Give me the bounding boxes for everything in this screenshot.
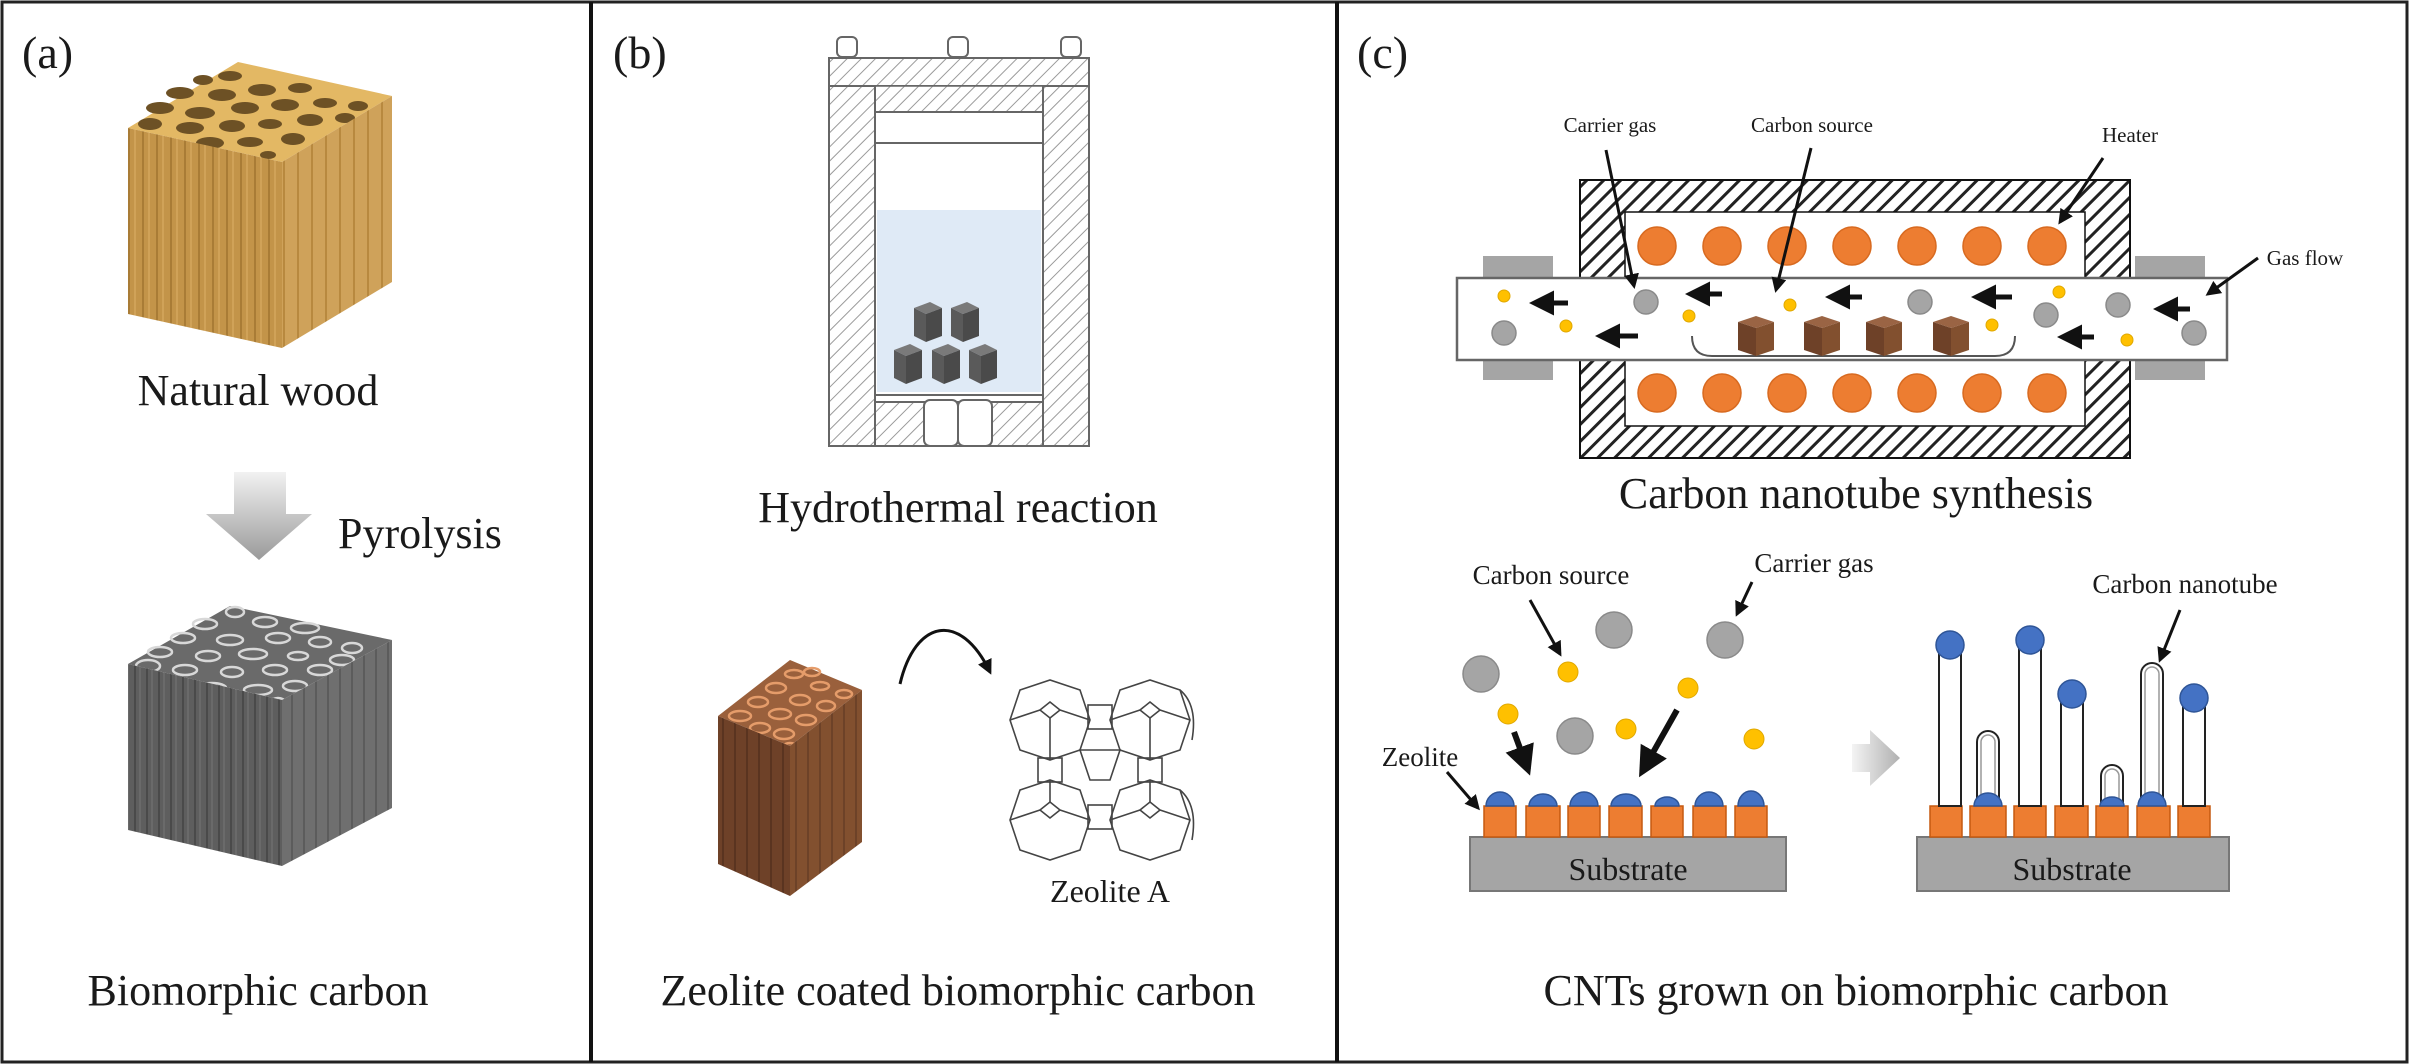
panel-b: (b) <box>613 27 1256 1015</box>
cnt-tube <box>2100 764 2124 806</box>
gas-flow-arrows <box>1529 281 2190 350</box>
growth-carrier-gas-pointer-icon <box>1735 581 1754 617</box>
substrate-before <box>1469 836 1787 892</box>
quartz-tube <box>1455 276 2229 362</box>
sample-cube <box>894 344 922 384</box>
zeolite-coated-label: Zeolite coated biomorphic carbon <box>661 966 1256 1015</box>
gas-flow-pointer-icon <box>2205 256 2259 296</box>
carbon-source-particles <box>1497 285 2134 347</box>
growth-after <box>1916 609 2230 892</box>
bolt-icon <box>947 36 969 58</box>
zeolite-a-label: Zeolite A <box>1050 873 1170 909</box>
panel-c-letter: (c) <box>1357 27 1408 78</box>
pyrolysis-label: Pyrolysis <box>338 509 502 558</box>
zeolite-coated-cube-body <box>718 660 862 896</box>
cnt-tube <box>1976 730 2000 806</box>
substrate-after-label: Substrate <box>2012 851 2131 887</box>
zeolite-a-framework-icon <box>1009 679 1195 861</box>
sample-cube <box>932 344 960 384</box>
carrier-gas-particles <box>1491 289 2207 346</box>
autoclave-wall-left <box>828 85 876 447</box>
cvd-furnace <box>1455 147 2259 459</box>
sample-cube <box>969 344 997 384</box>
cnt-tube <box>2182 697 2206 807</box>
zeolite-blocks-before <box>1483 805 1768 838</box>
panel-a-letter: (a) <box>22 27 73 78</box>
catalyst-particles-before <box>1485 790 1765 807</box>
cnt-tube <box>2140 662 2164 806</box>
boat-samples <box>1738 316 1969 356</box>
autoclave-plug <box>874 85 1044 113</box>
cnt-tube <box>1938 644 1962 807</box>
bolt-icon <box>836 36 858 58</box>
pyrolysis-arrow-icon <box>206 472 312 560</box>
bolt-icon <box>1060 36 1082 58</box>
biomorphic-carbon-label: Biomorphic carbon <box>88 966 429 1015</box>
natural-wood-cube <box>128 62 392 348</box>
autoclave-wall-right <box>1042 85 1090 447</box>
autoclave-lid <box>828 57 1090 87</box>
growth-transition-arrow-icon <box>1852 730 1900 786</box>
natural-wood-label: Natural wood <box>138 366 379 415</box>
panel-c: (c) <box>1357 27 2344 1015</box>
growth-carrier-gas-label: Carrier gas <box>1754 548 1873 578</box>
growth-carbon-source-label: Carbon source <box>1473 560 1630 590</box>
wood-front-face <box>128 128 282 348</box>
heater-elements-bottom <box>1637 373 2067 413</box>
furnace-carbon-source-label: Carbon source <box>1751 113 1873 137</box>
growth-carbon-source-pointer-icon <box>1528 599 1562 657</box>
furnace-heater-label: Heater <box>2102 123 2158 147</box>
carbon-source-pointer-icon <box>1771 147 1813 293</box>
carbon-top-face <box>128 606 392 700</box>
bottom-bolt-icon <box>957 399 993 447</box>
growth-carbon-source-particles <box>1497 661 1765 750</box>
heater-elements-top <box>1637 226 2067 266</box>
zeolite-label: Zeolite <box>1382 742 1458 772</box>
sample-cube <box>914 302 942 342</box>
cnt-growth-caption: CNTs grown on biomorphic carbon <box>1543 966 2168 1015</box>
heater-pointer-icon <box>2058 157 2105 225</box>
wood-pores <box>138 71 368 159</box>
cnt-tube <box>2060 693 2084 807</box>
cnt-synthesis-title: Carbon nanotube synthesis <box>1619 469 2093 518</box>
zeolite-blocks-after <box>1929 805 2211 838</box>
carbon-nanotube-pointer-icon <box>2157 609 2182 663</box>
carbon-nanotube-label: Carbon nanotube <box>2092 569 2277 599</box>
carbon-nanotubes <box>1938 639 2206 807</box>
furnace-gas-flow-label: Gas flow <box>2267 246 2344 270</box>
biomorphic-carbon-cube <box>128 605 392 866</box>
zeolite-pointer-icon <box>1445 771 1480 811</box>
cnt-tube <box>2018 639 2042 807</box>
carrier-gas-pointer-icon <box>1604 149 1639 289</box>
zoom-in-arrow-icon <box>898 629 992 685</box>
deposition-arrow-icon <box>1639 708 1680 778</box>
catalyst-particles-after <box>1935 625 2209 807</box>
bottom-bolt-icon <box>923 399 959 447</box>
furnace-carrier-gas-label: Carrier gas <box>1564 113 1657 137</box>
autoclave <box>828 36 1090 447</box>
panel-b-letter: (b) <box>613 27 667 78</box>
hydrothermal-reaction-label: Hydrothermal reaction <box>758 483 1158 532</box>
substrate-before-label: Substrate <box>1568 851 1687 887</box>
carbon-front-face <box>128 664 282 866</box>
growth-carrier-gas-particles <box>1462 611 1744 755</box>
growth-before <box>1445 581 1787 892</box>
wood-side-face <box>282 96 392 348</box>
panel-a: (a) <box>22 27 502 1015</box>
sample-cubes <box>894 302 997 384</box>
deposition-arrow-icon <box>1505 730 1534 776</box>
sample-boat <box>1691 335 2016 357</box>
sample-cube <box>951 302 979 342</box>
carbon-side-face <box>282 640 392 866</box>
wood-top-face <box>128 62 392 162</box>
